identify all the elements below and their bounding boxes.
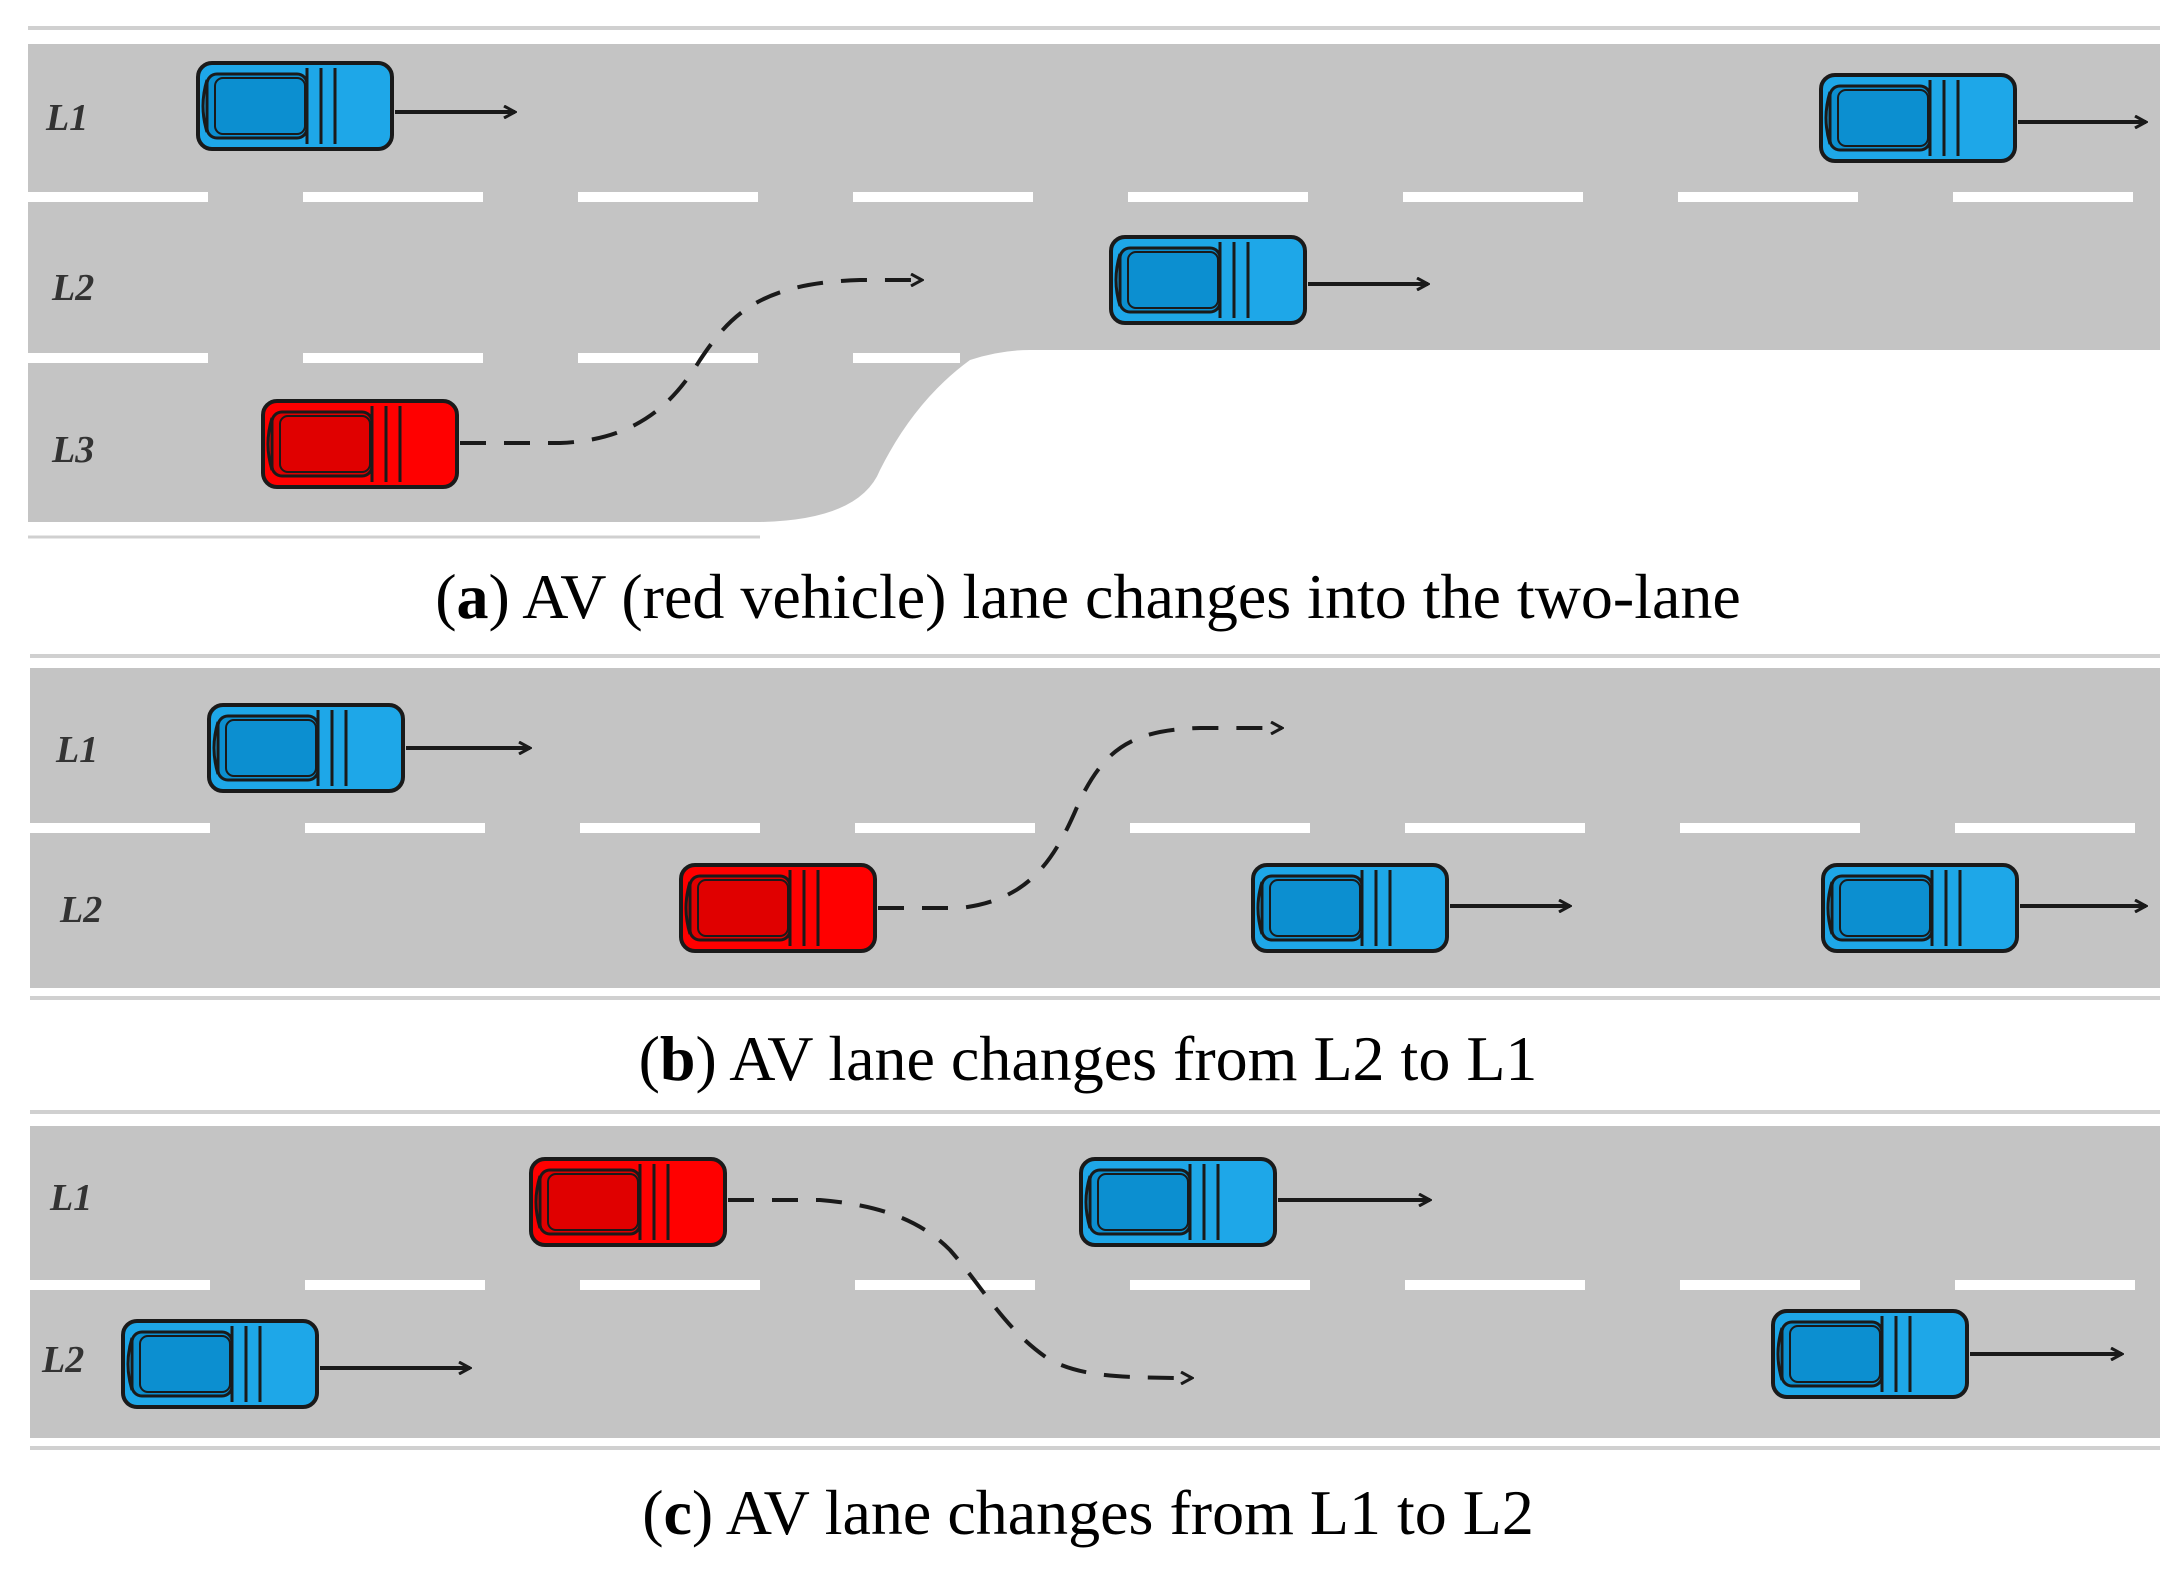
av-trajectory [460,280,922,445]
lane-label-b-2: L2 [59,889,102,931]
vehicle-blue [1821,863,2019,953]
vehicle-blue [121,1319,319,1409]
vehicle-blue [1819,73,2017,163]
lane-label-c-1: L1 [49,1177,92,1219]
caption-letter: c [663,1477,692,1548]
caption-b: (b) AV lane changes from L2 to L1 [638,1023,1538,1094]
caption-text: AV lane changes from L2 to L1 [729,1023,1538,1094]
caption-a: (a) AV (red vehicle) lane changes into t… [435,561,1741,632]
caption-text: AV lane changes from L1 to L2 [725,1477,1534,1548]
panel-b: L1 L2 [30,654,2160,1000]
caption-c: (c) AV lane changes from L1 to L2 [642,1477,1534,1548]
av-vehicle-red [679,863,877,953]
vehicle-blue [207,703,405,793]
av-vehicle-red [261,399,459,489]
panel-a-road [28,44,2160,522]
vehicle-blue [1079,1157,1277,1247]
av-trajectory [878,728,1282,910]
caption-letter: b [659,1023,696,1094]
lane-label-a-3: L3 [51,429,94,471]
lane-label-a-1: L1 [45,97,88,139]
panel-a: L1 L2 L3 [28,26,2160,539]
panel-a-merge-edge [28,361,2160,535]
caption-letter: a [456,561,489,632]
panel-c: L1 L2 [30,1110,2160,1450]
vehicle-blue [1251,863,1449,953]
lane-label-a-2: L2 [51,267,94,309]
vehicle-blue [196,61,394,151]
caption-text: AV (red vehicle) lane changes into the t… [522,561,1741,632]
vehicle-blue [1771,1309,1969,1399]
vehicle-blue [1109,235,1307,325]
av-vehicle-red [529,1157,727,1247]
lane-label-c-2: L2 [41,1339,84,1381]
lane-label-b-1: L1 [55,729,98,771]
